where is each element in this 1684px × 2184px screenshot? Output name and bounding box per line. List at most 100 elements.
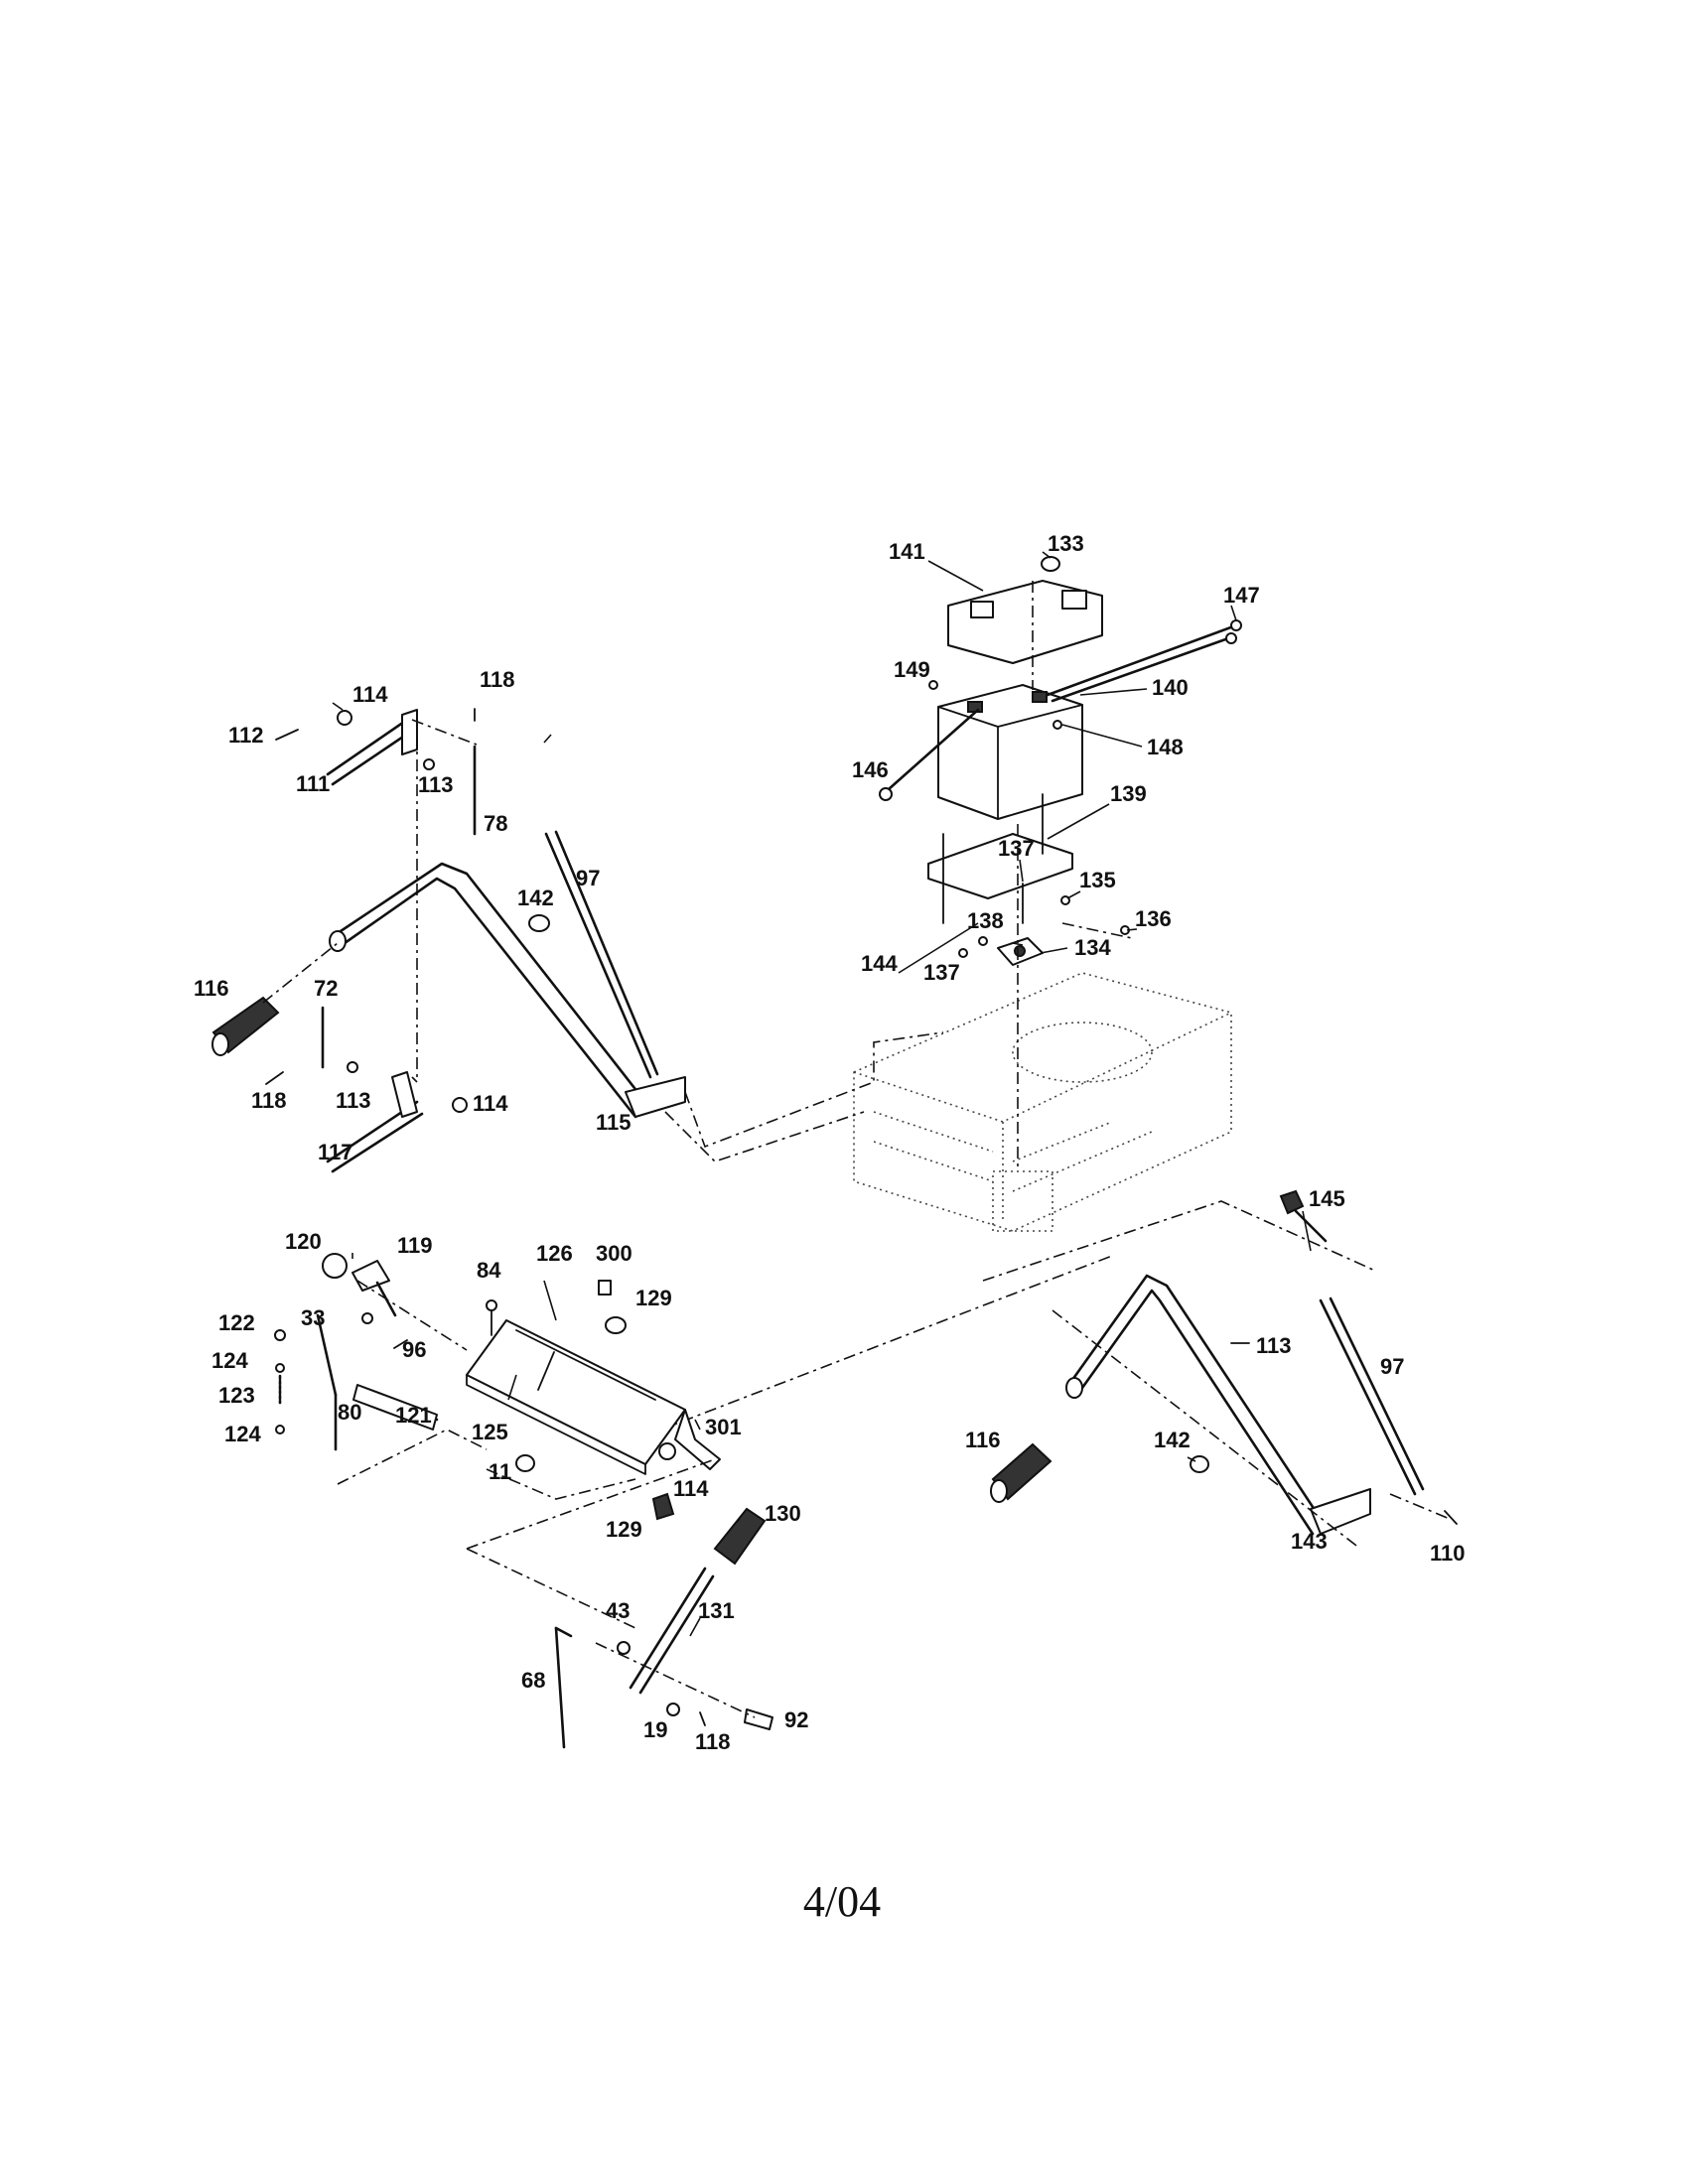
callout-114-lower: 114	[673, 1476, 709, 1501]
callout-141: 141	[889, 539, 925, 564]
part-callouts: 133 141 147 149 140 148 146 139 137 135 …	[194, 531, 1466, 1754]
shift-knob	[322, 1253, 348, 1279]
callout-113-upper: 113	[418, 772, 454, 797]
lower-left-hardware	[274, 1280, 676, 1521]
callout-146: 146	[852, 757, 889, 782]
callout-142-right: 142	[1154, 1428, 1191, 1452]
battery-bracket	[997, 937, 1044, 966]
callout-129-upper: 129	[635, 1286, 672, 1310]
right-switch	[1279, 1189, 1328, 1243]
callout-300: 300	[596, 1241, 632, 1266]
callout-116-left: 116	[194, 976, 229, 1001]
callout-145: 145	[1309, 1186, 1345, 1211]
callout-137-lower: 137	[923, 960, 960, 985]
callout-68: 68	[521, 1668, 545, 1693]
callout-113-right: 113	[1256, 1333, 1292, 1358]
callout-118-lower: 118	[695, 1729, 731, 1754]
callout-122: 122	[218, 1310, 255, 1335]
callout-114-mid: 114	[473, 1091, 508, 1116]
chassis-frame	[853, 972, 1232, 1232]
page-code: 4/04	[802, 1877, 882, 1926]
callout-124-lower: 124	[224, 1422, 261, 1446]
callout-140: 140	[1152, 675, 1189, 700]
pedal-pad	[713, 1507, 767, 1566]
battery-tray	[927, 793, 1073, 924]
callout-130: 130	[765, 1501, 801, 1526]
pedal-plate	[466, 1319, 686, 1475]
callout-129-lower: 129	[606, 1517, 642, 1542]
leader-lines	[332, 551, 1312, 1637]
callout-139: 139	[1110, 781, 1147, 806]
callout-136: 136	[1135, 906, 1172, 931]
callout-126: 126	[536, 1241, 573, 1266]
callout-131: 131	[698, 1598, 735, 1623]
pedal-link	[554, 1567, 715, 1749]
left-rods	[321, 745, 659, 1079]
callout-92: 92	[784, 1707, 808, 1732]
callout-138: 138	[967, 908, 1004, 933]
callout-111: 111	[296, 771, 330, 796]
callout-11: 11	[489, 1459, 511, 1484]
left-lower-lever	[326, 1071, 424, 1173]
callout-120: 120	[285, 1229, 322, 1254]
battery-cap-nut	[1041, 556, 1060, 572]
battery	[937, 684, 1083, 820]
right-handle-bar	[1065, 1274, 1371, 1536]
callout-112: 112	[228, 723, 264, 748]
callout-133: 133	[1048, 531, 1084, 556]
left-hardware	[265, 708, 550, 1113]
callout-97-right: 97	[1380, 1354, 1404, 1379]
callout-118-mid: 118	[251, 1088, 287, 1113]
callout-96: 96	[402, 1337, 426, 1362]
callout-144: 144	[861, 951, 898, 976]
left-handle-bar	[329, 862, 686, 1119]
positive-cable	[1046, 619, 1242, 703]
callout-33: 33	[301, 1305, 325, 1330]
callout-117: 117	[318, 1140, 353, 1164]
left-centerlines	[262, 719, 944, 1162]
callout-125: 125	[472, 1420, 508, 1444]
right-centerlines	[634, 1200, 1451, 1550]
lower-left-centerlines	[337, 1280, 756, 1718]
callout-114-upper: 114	[352, 682, 388, 707]
callout-135: 135	[1079, 868, 1116, 892]
callout-97-left: 97	[576, 866, 600, 890]
pedal-arm	[674, 1409, 721, 1470]
callout-123: 123	[218, 1383, 255, 1408]
right-rod	[1319, 1297, 1425, 1496]
callout-84: 84	[477, 1258, 501, 1283]
negative-cable	[879, 708, 980, 801]
callout-115: 115	[596, 1110, 632, 1135]
battery-cover	[947, 580, 1103, 664]
callout-142-left: 142	[517, 886, 554, 910]
callout-121: 121	[395, 1403, 432, 1428]
callout-149: 149	[894, 657, 930, 682]
exploded-parts-view: 133 141 147 149 140 148 146 139 137 135 …	[194, 531, 1466, 1754]
callout-43: 43	[606, 1598, 630, 1623]
lower-left-rods	[316, 1313, 439, 1451]
callout-110: 110	[1430, 1541, 1466, 1566]
callout-147: 147	[1223, 583, 1260, 608]
callout-301: 301	[705, 1415, 742, 1439]
callout-78: 78	[484, 811, 507, 836]
pedal-link-hardware	[617, 1641, 773, 1730]
right-hardware	[1190, 1342, 1458, 1525]
callout-143: 143	[1291, 1529, 1328, 1554]
battery-hardware	[928, 680, 1130, 958]
shift-lever	[351, 1260, 397, 1317]
callout-137-upper: 137	[998, 836, 1035, 861]
left-grip	[211, 996, 280, 1056]
callout-119: 119	[397, 1233, 433, 1258]
callout-134: 134	[1074, 935, 1111, 960]
battery-centerlines	[1017, 581, 1133, 1171]
callout-148: 148	[1147, 735, 1184, 759]
callout-19: 19	[643, 1717, 667, 1742]
callout-124-upper: 124	[211, 1348, 248, 1373]
callout-72: 72	[314, 976, 338, 1001]
callout-118-upper: 118	[480, 667, 515, 692]
callout-80: 80	[338, 1400, 361, 1425]
right-grip	[990, 1442, 1052, 1503]
callout-116-right: 116	[965, 1428, 1001, 1452]
callout-113-mid: 113	[336, 1088, 371, 1113]
